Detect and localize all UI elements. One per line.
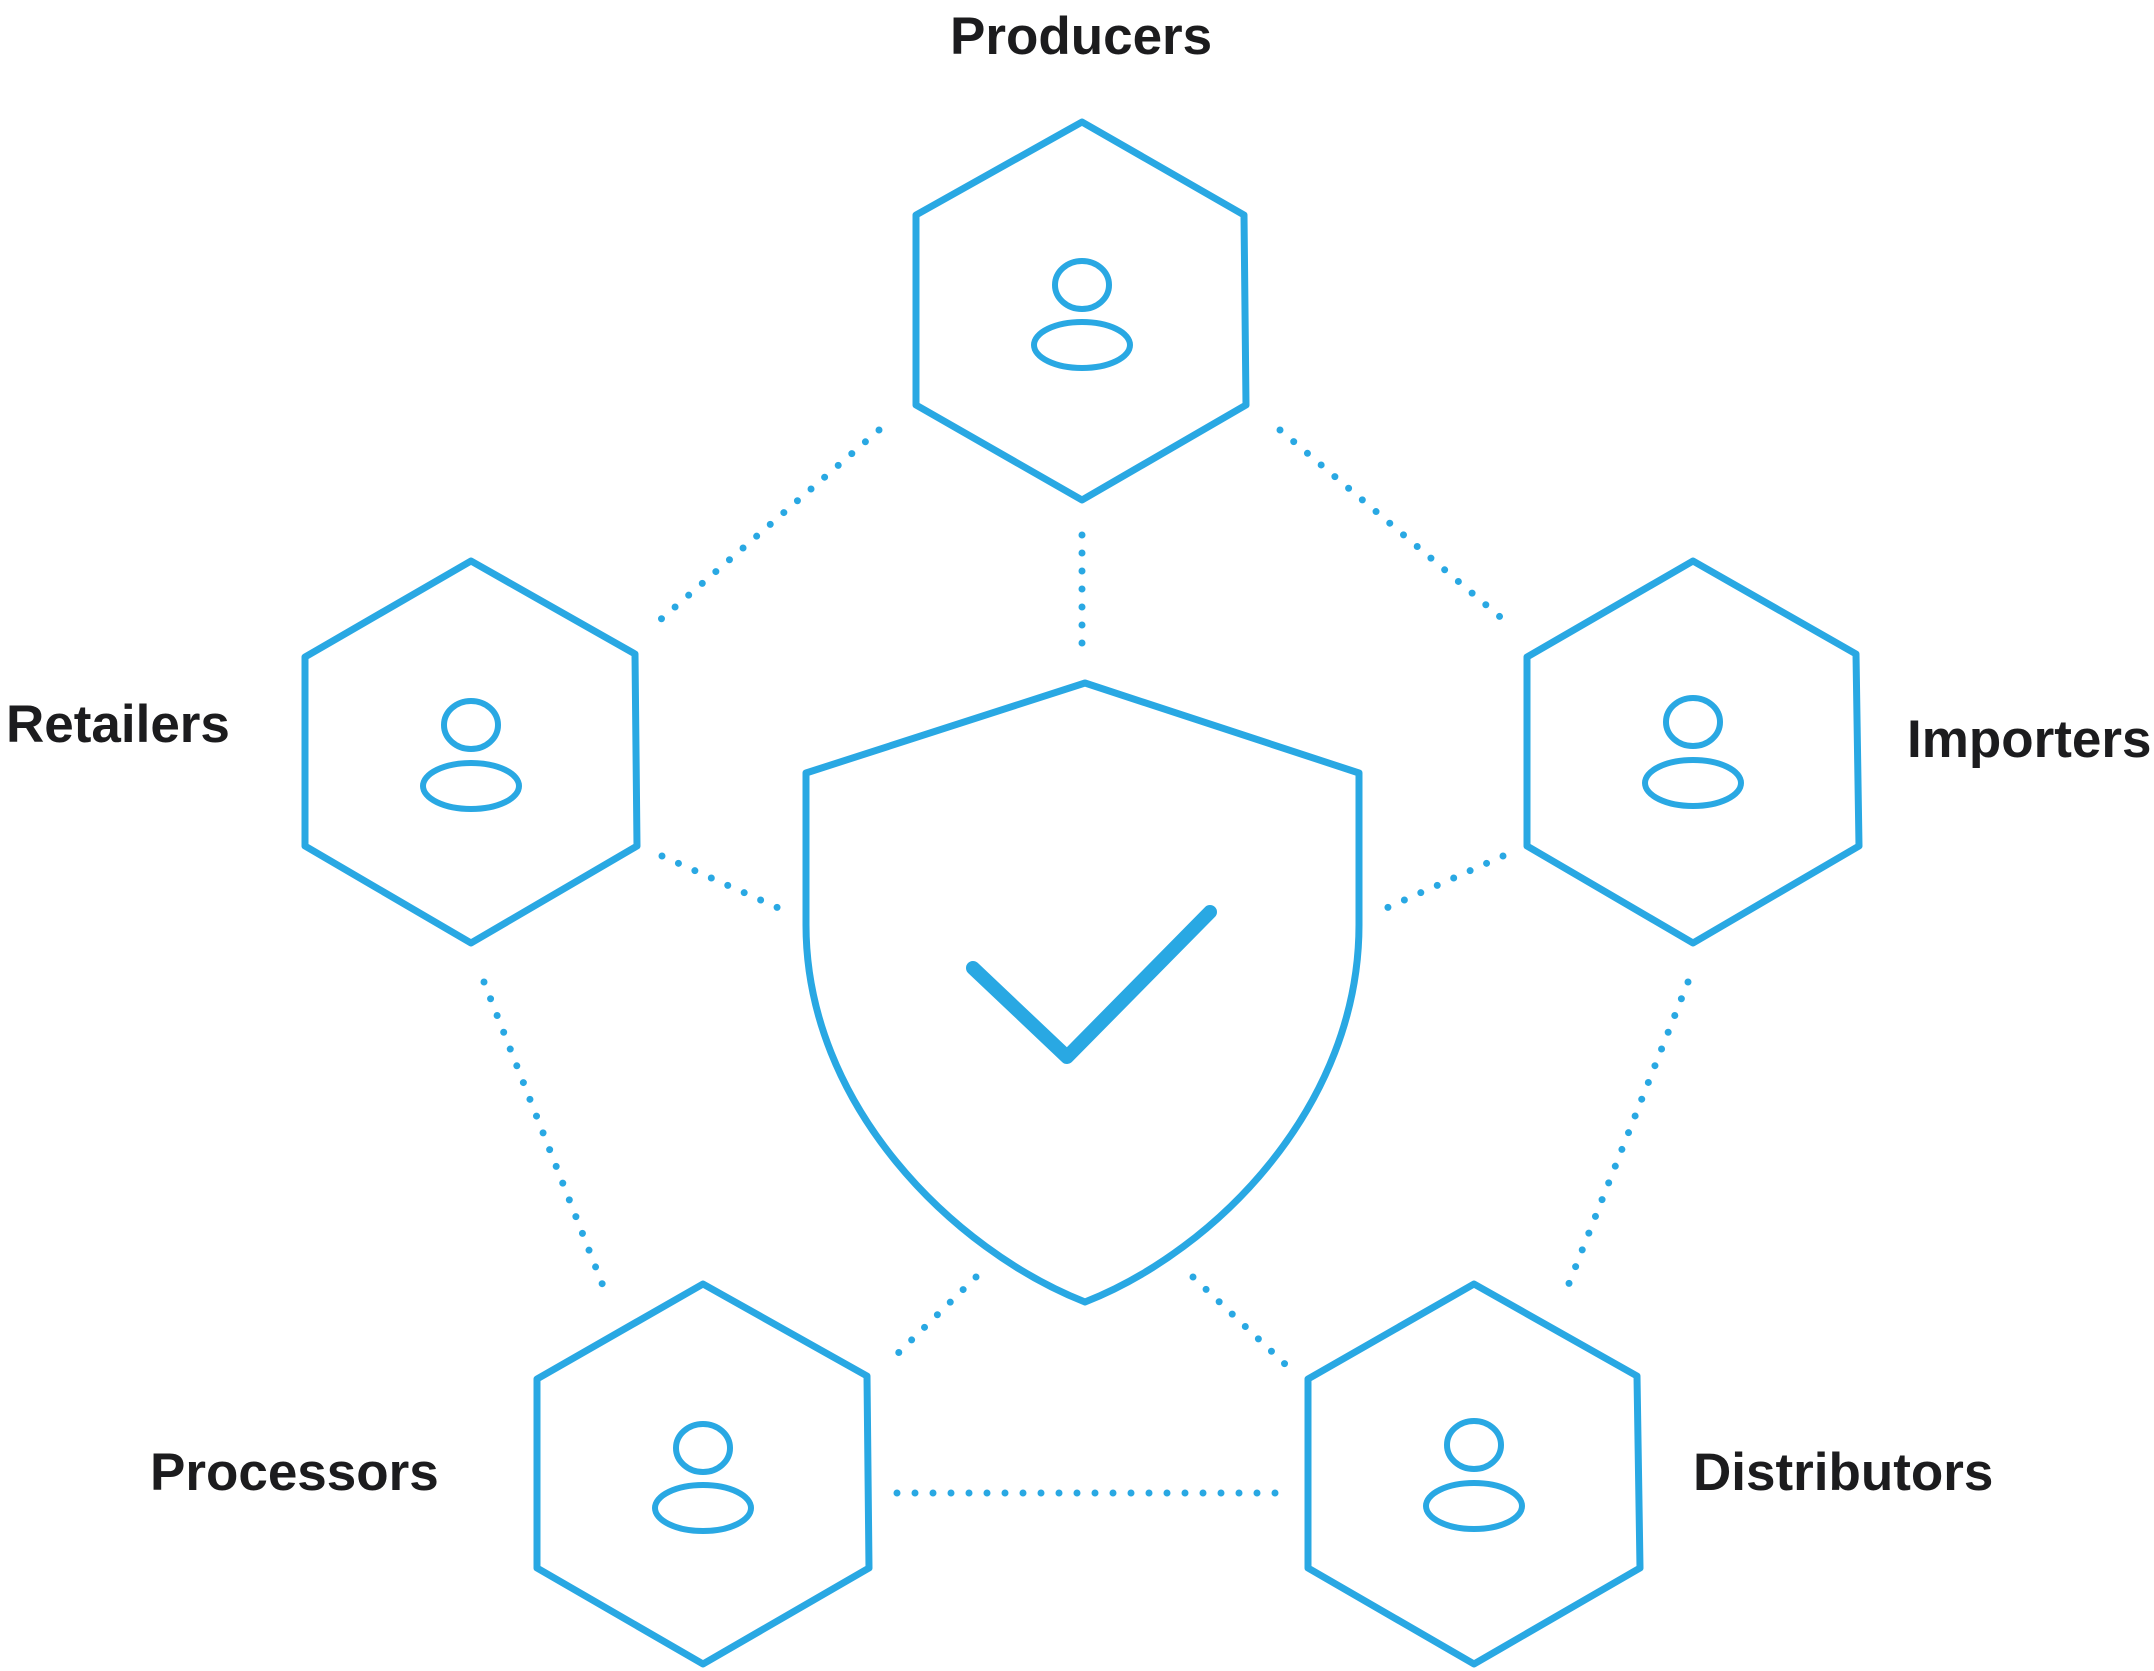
label-processors: Processors: [150, 1443, 439, 1502]
shield-check-icon: [802, 679, 1363, 1306]
connector-importers-shield: [1378, 852, 1507, 914]
node-importers: [1523, 557, 1863, 947]
node-distributors: [1304, 1280, 1644, 1668]
connector-processors-shield: [882, 1273, 980, 1369]
label-distributors: Distributors: [1693, 1443, 1994, 1502]
hexagon-processors: [533, 1280, 873, 1668]
connector-importers-distributors: [1562, 978, 1692, 1295]
label-producers: Producers: [950, 7, 1213, 66]
connector-producers-retailers: [648, 426, 883, 631]
connector-distributors-shield: [1189, 1273, 1290, 1369]
node-processors: [533, 1280, 873, 1668]
user-icon: [420, 698, 522, 812]
node-producers: [912, 118, 1250, 504]
hexagon-importers: [1523, 557, 1863, 947]
connector-retailers-shield: [658, 852, 787, 914]
hexagon-producers: [912, 118, 1250, 504]
check-mark: [966, 905, 1217, 1064]
hexagon-distributors: [1304, 1280, 1644, 1668]
connector-producers-importers: [1276, 426, 1516, 631]
shield-outline: [802, 679, 1363, 1306]
label-retailers: Retailers: [6, 695, 230, 754]
hexagon-retailers: [301, 557, 641, 947]
user-icon: [1642, 695, 1744, 809]
user-icon: [1031, 258, 1133, 371]
connectors: [480, 426, 1692, 1497]
node-retailers: [301, 557, 641, 947]
user-icon: [652, 1421, 754, 1534]
user-icon: [1423, 1418, 1525, 1532]
label-importers: Importers: [1907, 710, 2152, 769]
connector-retailers-processors: [480, 978, 609, 1295]
